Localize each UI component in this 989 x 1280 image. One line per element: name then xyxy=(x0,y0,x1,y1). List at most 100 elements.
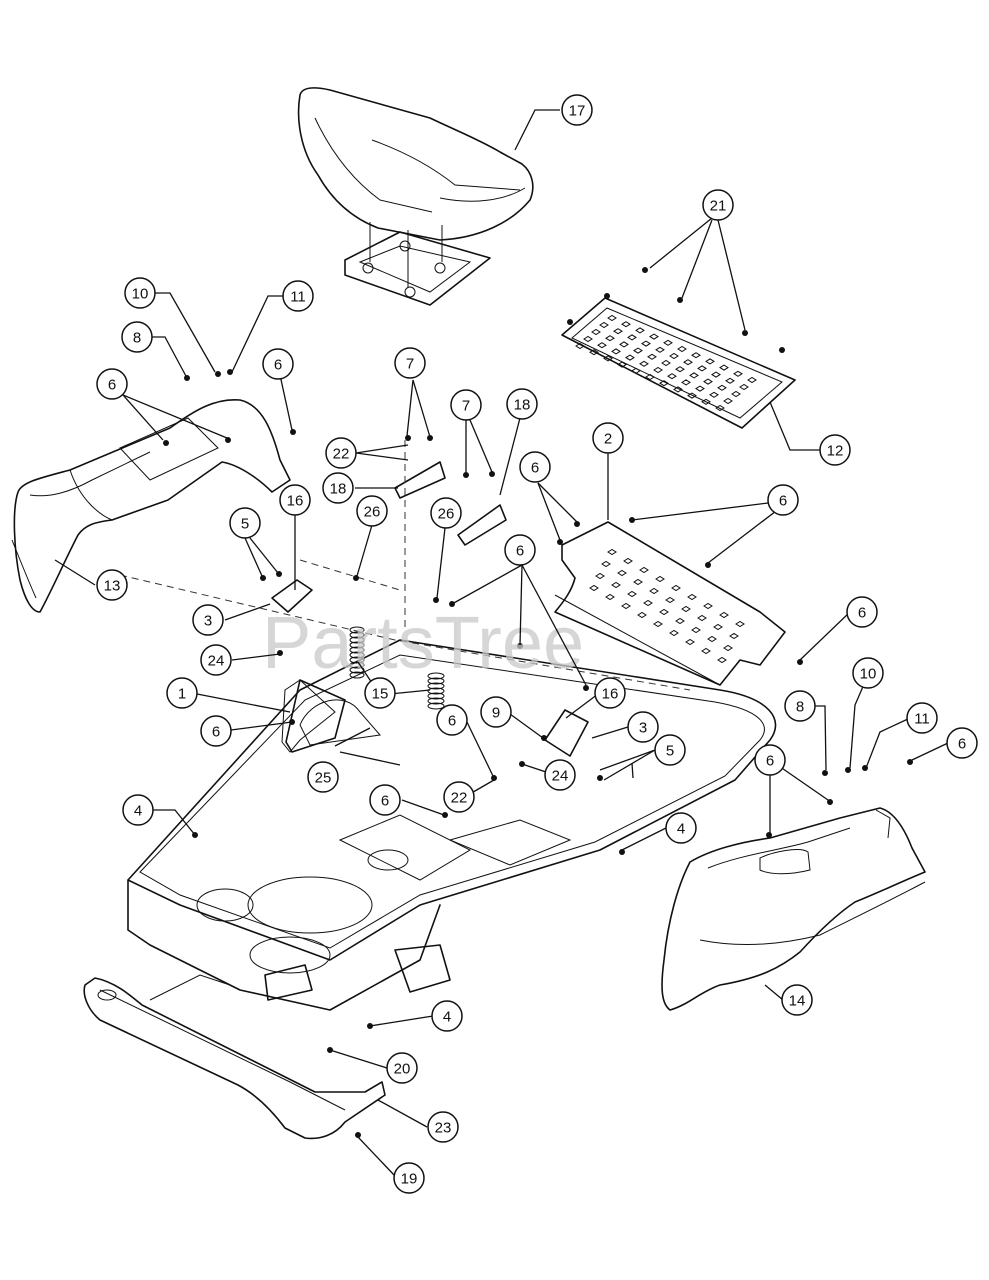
callout-12: 12 xyxy=(819,434,851,466)
callout-label: 5 xyxy=(666,743,674,760)
callout-15: 15 xyxy=(364,677,396,709)
callout-18: 18 xyxy=(506,388,538,420)
callout-6: 6 xyxy=(96,368,128,400)
floor-pan xyxy=(554,521,786,686)
callout-2: 2 xyxy=(592,422,624,454)
callout-label: 6 xyxy=(779,493,787,510)
callout-4: 4 xyxy=(431,1000,463,1032)
callout-4: 4 xyxy=(665,812,697,844)
callout-label: 14 xyxy=(789,993,806,1010)
callout-label: 6 xyxy=(516,543,524,560)
callout-17: 17 xyxy=(561,94,593,126)
callout-label: 7 xyxy=(462,398,470,415)
callout-label: 20 xyxy=(394,1061,411,1078)
callout-26: 26 xyxy=(430,497,462,529)
callout-label: 6 xyxy=(274,357,282,374)
callout-label: 6 xyxy=(212,724,220,741)
callout-label: 22 xyxy=(333,446,350,463)
callout-6: 6 xyxy=(436,704,468,736)
callout-label: 8 xyxy=(133,330,141,347)
callout-5: 5 xyxy=(654,734,686,766)
callout-label: 7 xyxy=(406,356,414,373)
watermark: PartsTree xyxy=(262,601,584,684)
callout-label: 22 xyxy=(451,790,468,807)
callout-label: 11 xyxy=(290,289,306,306)
callout-10: 10 xyxy=(124,277,156,309)
callout-11: 11 xyxy=(906,702,938,734)
callout-7: 7 xyxy=(450,389,482,421)
callout-3: 3 xyxy=(192,604,224,636)
callout-label: 24 xyxy=(552,768,569,785)
callout-7: 7 xyxy=(394,347,426,379)
callout-label: 17 xyxy=(569,103,586,120)
callout-4: 4 xyxy=(122,794,154,826)
callout-6: 6 xyxy=(262,348,294,380)
left-fender xyxy=(11,399,291,613)
callout-label: 5 xyxy=(241,516,249,533)
callout-label: 13 xyxy=(104,578,121,595)
callout-label: 26 xyxy=(364,504,381,521)
callout-11: 11 xyxy=(282,280,314,312)
callout-19: 19 xyxy=(393,1162,425,1194)
callout-6: 6 xyxy=(767,484,799,516)
callout-label: 19 xyxy=(401,1171,418,1188)
callout-26: 26 xyxy=(356,495,388,527)
callout-label: 6 xyxy=(108,377,116,394)
callout-label: 10 xyxy=(132,286,149,303)
callout-label: 26 xyxy=(438,506,455,523)
callout-6: 6 xyxy=(200,715,232,747)
callout-13: 13 xyxy=(96,569,128,601)
callout-label: 11 xyxy=(914,711,930,728)
callout-23: 23 xyxy=(427,1111,459,1143)
callout-label: 1 xyxy=(178,686,186,703)
callout-25: 25 xyxy=(307,761,339,793)
callout-6: 6 xyxy=(504,534,536,566)
callout-22: 22 xyxy=(443,781,475,813)
front-axle xyxy=(83,974,386,1140)
callout-8: 8 xyxy=(121,321,153,353)
right-fender xyxy=(661,807,926,1011)
callout-1: 1 xyxy=(166,677,198,709)
callout-label: 4 xyxy=(677,821,685,838)
callout-6: 6 xyxy=(369,784,401,816)
leader-lines xyxy=(54,109,949,1177)
bracket-18 xyxy=(394,461,507,546)
seat xyxy=(297,87,534,306)
callout-label: 10 xyxy=(860,666,877,683)
callout-10: 10 xyxy=(852,657,884,689)
callout-6: 6 xyxy=(846,596,878,628)
callout-24: 24 xyxy=(200,644,232,676)
floor-plate xyxy=(561,297,796,429)
callout-16: 16 xyxy=(594,677,626,709)
callout-label: 21 xyxy=(710,198,727,215)
callout-label: 2 xyxy=(604,431,612,448)
main-frame xyxy=(127,639,777,1011)
callout-label: 3 xyxy=(204,613,212,630)
callout-18: 18 xyxy=(322,472,354,504)
callout-9: 9 xyxy=(480,696,512,728)
callout-label: 6 xyxy=(381,793,389,810)
callout-22: 22 xyxy=(325,437,357,469)
callout-label: 6 xyxy=(766,753,774,770)
callout-label: 12 xyxy=(827,443,844,460)
callout-5: 5 xyxy=(229,507,261,539)
callout-label: 18 xyxy=(330,481,347,498)
callout-label: 8 xyxy=(796,699,804,716)
callout-label: 16 xyxy=(287,493,304,510)
callout-label: 24 xyxy=(208,653,225,670)
callout-6: 6 xyxy=(946,727,978,759)
callout-6: 6 xyxy=(754,744,786,776)
callout-label: 15 xyxy=(372,686,389,703)
callout-21: 21 xyxy=(702,189,734,221)
callout-20: 20 xyxy=(386,1052,418,1084)
callout-label: 4 xyxy=(443,1009,451,1026)
callout-14: 14 xyxy=(781,984,813,1016)
callout-label: 23 xyxy=(435,1120,452,1137)
callout-label: 18 xyxy=(514,397,531,414)
callout-label: 3 xyxy=(639,720,647,737)
callout-label: 4 xyxy=(134,803,142,820)
callout-label: 6 xyxy=(531,460,539,477)
callout-6: 6 xyxy=(519,451,551,483)
